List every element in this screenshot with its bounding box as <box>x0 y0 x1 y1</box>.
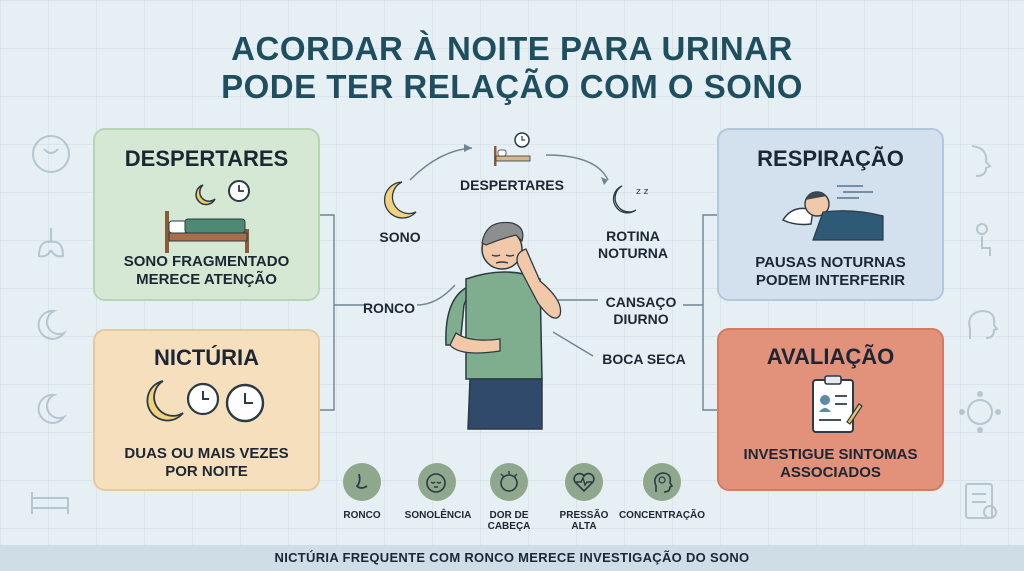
title-line-1: ACORDAR À NOITE PARA URINAR <box>231 30 793 67</box>
bottom-label-ronco: RONCO <box>343 510 381 521</box>
heart-pulse-icon <box>565 463 603 501</box>
card-respiracao: RESPIRAÇÃO PAUSAS NOTURNAS PODEM INTERFE… <box>717 128 944 301</box>
card-text-line-1: DUAS OU MAIS VEZES <box>124 445 289 462</box>
lungs-icon <box>37 228 65 258</box>
sleeping-breathing-icon <box>781 185 884 241</box>
label-despertares: DESPERTARES <box>460 177 564 193</box>
moon-zz-small-icon: z z <box>612 185 649 214</box>
label-cansaco-line-1: CANSAÇO <box>605 294 677 310</box>
nose-icon <box>343 463 381 501</box>
card-title: AVALIAÇÃO <box>766 344 895 369</box>
tired-man-illustration <box>445 221 562 430</box>
svg-text:z z: z z <box>636 187 649 197</box>
face-outline-icon <box>32 135 70 173</box>
card-text-line-2: POR NOITE <box>165 463 248 480</box>
bed-moon-clock-icon <box>165 180 250 253</box>
checklist-icon <box>965 483 997 519</box>
card-avaliacao: AVALIAÇÃO INVESTIGUE SINTOMAS ASSOCIADOS <box>717 328 944 491</box>
card-text-line-1: PAUSAS NOTURNAS <box>755 254 906 271</box>
bottom-label-pressao-line-1: PRESSÃO <box>559 510 609 521</box>
moon-small-icon <box>383 181 417 219</box>
card-nicturia: NICTÚRIA DUAS OU MAIS VEZES POR NOITE <box>93 329 320 491</box>
label-ronco: RONCO <box>362 300 416 316</box>
bottom-label-concentracao: CONCENTRAÇÃO <box>618 510 706 521</box>
bed-clock-icon <box>31 492 69 514</box>
title-line-2: PODE TER RELAÇÃO COM O SONO <box>221 68 803 105</box>
person-sitting-icon <box>976 223 991 256</box>
card-text-line-2: PODEM INTERFERIR <box>755 272 906 289</box>
card-text-line-1: INVESTIGUE SINTOMAS <box>743 446 918 463</box>
card-text-line-2: ASSOCIADOS <box>780 464 881 481</box>
label-cansaco-line-2: DIURNO <box>613 311 669 327</box>
footer-banner: NICTÚRIA FREQUENTE COM RONCO MERECE INVE… <box>0 545 1024 571</box>
headache-icon <box>490 463 528 501</box>
card-title: RESPIRAÇÃO <box>757 146 904 171</box>
card-text-line-2: MERECE ATENÇÃO <box>136 271 277 288</box>
network-head-icon <box>959 391 1001 433</box>
clipboard-icon <box>812 375 863 433</box>
bottom-label-dor-line-1: DOR DE <box>489 510 529 521</box>
face-profile-icon <box>971 145 992 177</box>
label-sono: SONO <box>379 229 421 245</box>
card-text-line-1: SONO FRAGMENTADO <box>123 253 290 270</box>
page-title: ACORDAR À NOITE PARA URINAR PODE TER REL… <box>0 30 1024 106</box>
moon-zz-icon <box>37 309 67 340</box>
head-profile-icon <box>968 309 999 339</box>
moon-clocks-icon <box>146 380 265 423</box>
card-despertares: DESPERTARES SONO FRAGMENTADO MERECE ATEN… <box>93 128 320 301</box>
card-title: DESPERTARES <box>124 146 289 171</box>
bottom-label-sonolencia: SONOLÊNCIA <box>404 510 472 521</box>
moon-zz-icon-2 <box>37 393 67 424</box>
bed-clock-small-icon <box>494 132 531 166</box>
label-boca-seca: BOCA SECA <box>602 351 686 367</box>
label-rotina-line-1: ROTINA <box>606 228 660 244</box>
bottom-label-dor-line-2: CABEÇA <box>487 521 531 532</box>
card-title: NICTÚRIA <box>153 345 260 370</box>
bottom-label-pressao-line-2: ALTA <box>571 521 597 532</box>
sleepy-face-icon <box>418 463 456 501</box>
label-rotina-line-2: NOTURNA <box>598 245 668 261</box>
brain-head-icon <box>643 463 681 501</box>
